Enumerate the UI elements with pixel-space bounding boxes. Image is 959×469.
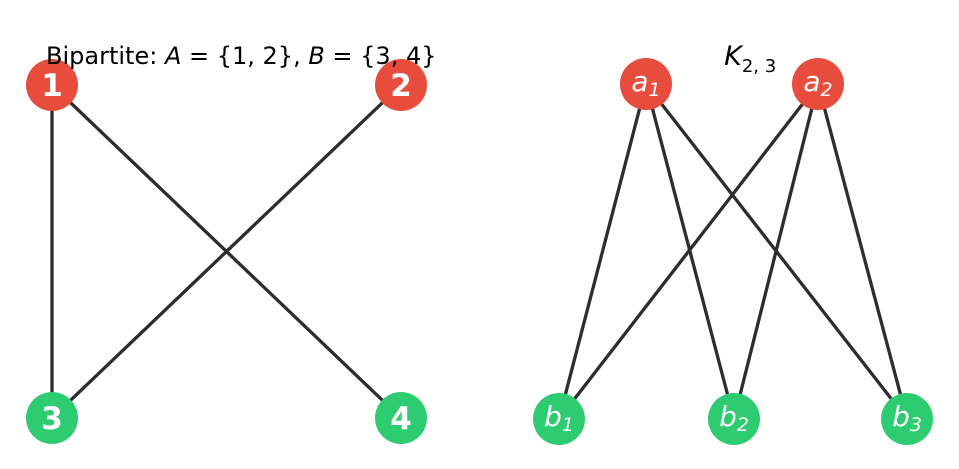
node-4-label: 4: [390, 401, 412, 437]
edge-a2-b3: [816, 83, 909, 420]
right-graph-title: K2, 3: [690, 12, 776, 106]
node-2-label: 2: [390, 68, 412, 104]
node-1-circle: [26, 59, 78, 111]
node-2-circle: [375, 59, 427, 111]
right-title-main: K: [724, 40, 742, 72]
right-title-subscript: 2, 3: [741, 55, 777, 77]
left-title-prefix: Bipartite:: [46, 42, 165, 71]
left-graph-nodes: 1 2 3 4: [26, 59, 427, 444]
node-b1-circle: [533, 393, 585, 445]
left-title-set-a: A: [164, 42, 182, 71]
node-a2-label: a2: [803, 65, 832, 101]
node-3-circle: [26, 392, 78, 444]
edge-2-3: [50, 83, 403, 420]
node-a2-circle: [792, 58, 844, 110]
node-b2-label: b2: [719, 400, 749, 436]
right-graph-edges: [557, 82, 909, 421]
edge-a2-b2: [732, 83, 820, 420]
node-b3-label: b3: [892, 400, 922, 436]
node-b3-circle: [881, 393, 933, 445]
node-a1-label: a1: [631, 65, 660, 101]
edge-a2-b1: [557, 82, 820, 421]
node-b1-label: b1: [544, 400, 574, 436]
node-a1-circle: [620, 58, 672, 110]
node-1-label: 1: [41, 68, 63, 104]
left-title-set-b: B: [308, 42, 325, 71]
edge-a1-b1: [557, 83, 648, 420]
left-title-mid: = {1, 2},: [181, 42, 309, 71]
node-4-circle: [375, 392, 427, 444]
right-graph-nodes: a1 a2 b1 b2 b3: [533, 58, 933, 445]
left-title-suffix: = {3, 4}: [324, 42, 437, 71]
node-3-label: 3: [41, 401, 63, 437]
left-graph-title: Bipartite: A = {1, 2}, B = {3, 4}: [16, 17, 437, 96]
left-graph-edges: [50, 83, 403, 420]
node-b2-circle: [708, 393, 760, 445]
